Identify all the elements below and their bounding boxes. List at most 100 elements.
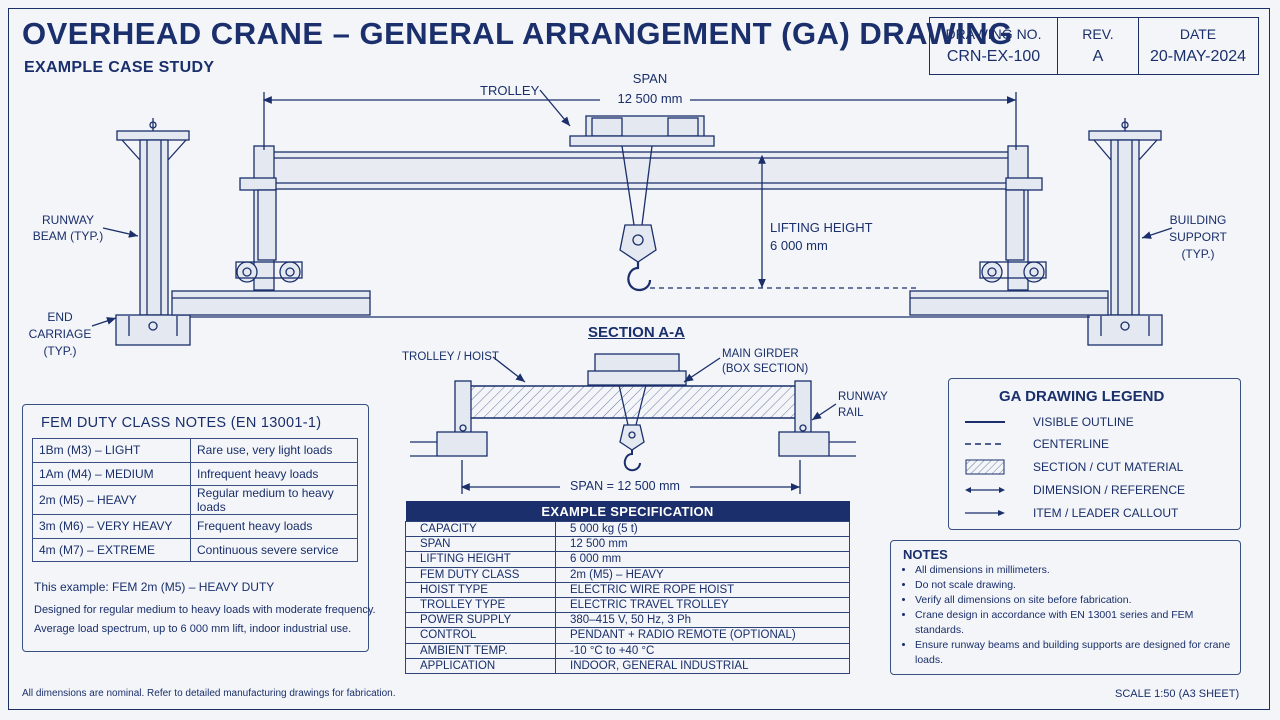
spec-value: 5 000 kg (5 t) <box>555 520 850 538</box>
spec-value: ELECTRIC TRAVEL TROLLEY <box>555 596 850 614</box>
spec-value: 6 000 mm <box>555 551 850 568</box>
runway-rail-leader <box>811 403 837 421</box>
building-support-label-1: BUILDING <box>1169 213 1227 227</box>
spec-key: CONTROL <box>405 627 556 644</box>
title-block-drawing-no: DRAWING NO. CRN-EX-100 <box>930 18 1058 74</box>
fem-desc: Continuous severe service <box>190 537 358 562</box>
list-item: Verify all dimensions on site before fab… <box>915 593 1235 608</box>
fem-desc: Rare use, very light loads <box>190 438 358 463</box>
trolley-hoist <box>569 115 715 292</box>
legend-item: SECTION / CUT MATERIAL <box>965 458 1225 476</box>
notes-box: NOTES All dimensions in millimeters. Do … <box>890 540 1241 675</box>
end-carriage-leader <box>91 317 117 327</box>
date-label: DATE <box>1179 26 1217 42</box>
spec-key: POWER SUPPLY <box>405 612 556 629</box>
span-value: 12 500 mm <box>617 91 683 106</box>
double-arrow-icon <box>965 487 1005 493</box>
rev-value: A <box>1092 48 1104 65</box>
arrow-icon <box>965 510 1005 516</box>
main-girder-label-2: (BOX SECTION) <box>722 363 809 375</box>
spec-value: 12 500 mm <box>555 536 850 553</box>
left-building-column <box>115 118 191 346</box>
fem-duty-notes: FEM DUTY CLASS NOTES (EN 13001-1) 1Bm (M… <box>22 404 376 652</box>
title-block-date: DATE 20-MAY-2024 <box>1139 18 1257 74</box>
building-support-leader <box>1141 227 1173 239</box>
fem-class: 4m (M7) – EXTREME <box>32 537 191 562</box>
legend-title: GA DRAWING LEGEND <box>999 388 1165 405</box>
fem-example: This example: FEM 2m (M5) – HEAVY DUTY <box>34 580 275 594</box>
runway-beam-leader <box>102 227 139 238</box>
list-item: Ensure runway beams and building support… <box>915 638 1235 668</box>
spec-key: AMBIENT TEMP. <box>405 642 556 659</box>
lifting-height-value: 6 000 mm <box>770 238 828 253</box>
fem-desc: Infrequent heavy loads <box>190 461 358 486</box>
legend-item: ITEM / LEADER CALLOUT <box>965 504 1225 522</box>
legend-item: DIMENSION / REFERENCE <box>965 481 1225 499</box>
spec-key: LIFTING HEIGHT <box>405 551 556 568</box>
section-title: SECTION A-A <box>588 324 685 341</box>
solid-line-icon <box>965 421 1005 423</box>
legend-item-label: CENTERLINE <box>1033 437 1110 451</box>
spec-key: HOIST TYPE <box>405 581 556 598</box>
spec-key: TROLLEY TYPE <box>405 596 556 614</box>
fem-class: 3m (M6) – VERY HEAVY <box>32 514 191 539</box>
spec-value: ELECTRIC WIRE ROPE HOIST <box>555 581 850 598</box>
building-support-label-2: SUPPORT <box>1169 230 1227 244</box>
spec-value: -10 °C to +40 °C <box>555 642 850 659</box>
runway-beam-label-1: RUNWAY <box>42 213 94 227</box>
lifting-height-dimension <box>650 154 920 289</box>
spec-key: APPLICATION <box>405 657 556 674</box>
building-support-label-3: (TYP.) <box>1181 247 1215 261</box>
spec-value: 380–415 V, 50 Hz, 3 Ph <box>555 612 850 629</box>
right-end-carriage <box>979 145 1047 291</box>
trolley-label: TROLLEY <box>480 83 540 98</box>
spec-value: PENDANT + RADIO REMOTE (OPTIONAL) <box>555 627 850 644</box>
right-building-column <box>1087 118 1163 346</box>
runway-beam-label-2: BEAM (TYP.) <box>32 229 104 243</box>
list-item: Crane design in accordance with EN 13001… <box>915 608 1235 638</box>
drawing-title: OVERHEAD CRANE – GENERAL ARRANGEMENT (GA… <box>22 16 1013 51</box>
end-carriage-label-3: (TYP.) <box>43 344 77 358</box>
legend-item-label: ITEM / LEADER CALLOUT <box>1033 506 1179 520</box>
legend-item: CENTERLINE <box>965 435 1225 453</box>
rev-label: REV. <box>1082 26 1114 42</box>
fem-desc: Regular medium to heavy loads <box>190 485 358 515</box>
fem-class: 2m (M5) – HEAVY <box>32 485 191 515</box>
fem-class: 1Bm (M3) – LIGHT <box>32 438 191 463</box>
notes-list: All dimensions in millimeters. Do not sc… <box>901 563 1235 668</box>
spec-title: EXAMPLE SPECIFICATION <box>405 501 850 522</box>
trolley-hoist-leader <box>492 356 526 383</box>
legend-item-label: DIMENSION / REFERENCE <box>1033 483 1186 497</box>
title-block-rev: REV. A <box>1058 18 1139 74</box>
runway-rail-label-1: RUNWAY <box>838 391 888 403</box>
drawing-legend: GA DRAWING LEGEND VISIBLE OUTLINE CENTER… <box>948 378 1241 530</box>
spec-value: 2m (M5) – HEAVY <box>555 566 850 583</box>
fem-description-2: Average load spectrum, up to 6 000 mm li… <box>34 623 352 635</box>
sheet-border <box>8 8 1270 710</box>
dashed-line-icon <box>965 443 1005 445</box>
spec-key: SPAN <box>405 536 556 553</box>
end-carriage-label-1: END <box>47 310 73 324</box>
span-label: SPAN <box>632 71 668 86</box>
lifting-height-label: LIFTING HEIGHT <box>770 220 873 235</box>
date-value: 20-MAY-2024 <box>1149 48 1247 65</box>
scale-label: SCALE 1:50 (A3 SHEET) <box>1115 688 1240 700</box>
list-item: All dimensions in millimeters. <box>915 563 1235 578</box>
footer-note: All dimensions are nominal. Refer to det… <box>22 688 396 699</box>
table-row: AMBIENT TEMP.-10 °C to +40 °C <box>405 642 850 659</box>
runway-beams <box>171 290 1109 318</box>
drawing-no-label: DRAWING NO. <box>945 26 1042 42</box>
